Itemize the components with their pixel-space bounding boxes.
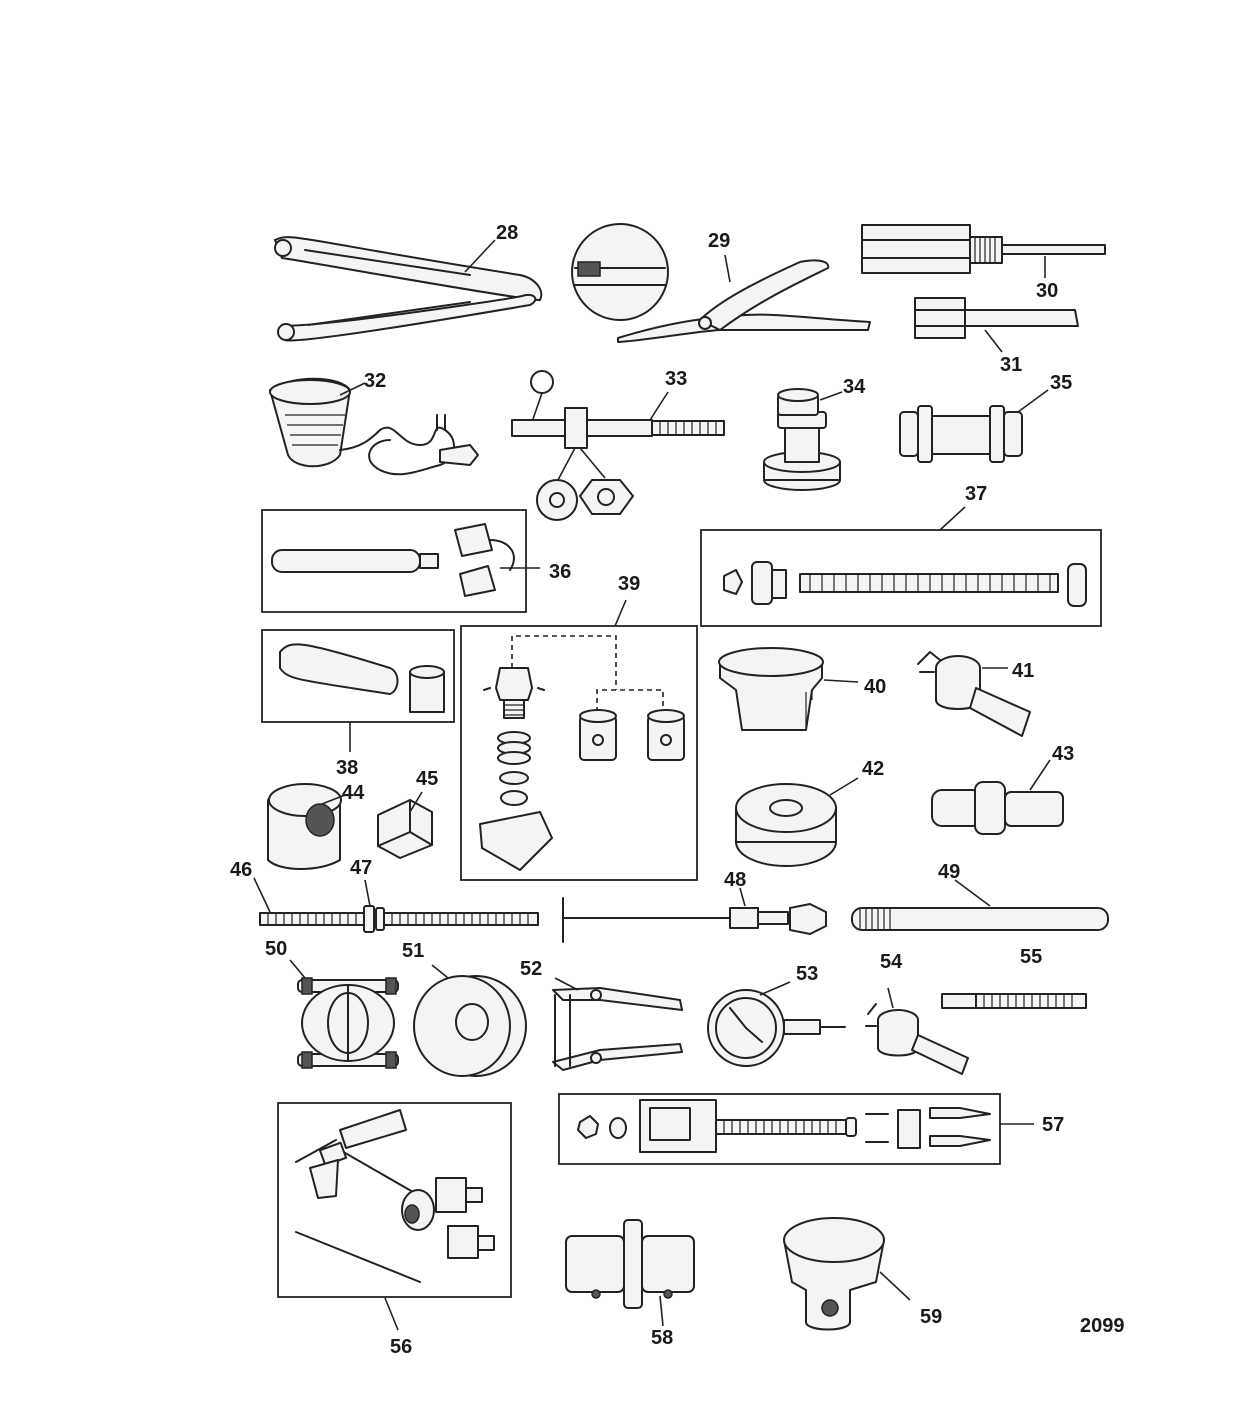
callout-55: 55: [1020, 946, 1042, 968]
tool-56-alignment-kit: [277, 1102, 512, 1331]
callout-54: 54: [880, 951, 903, 973]
callout-50: 50: [265, 938, 287, 960]
callout-31: 31: [1000, 354, 1022, 376]
callout-39: 39: [618, 573, 640, 595]
callout-58: 58: [651, 1327, 673, 1349]
callout-52: 52: [520, 958, 542, 980]
tool-34-installer: [763, 388, 843, 491]
tool-50-bearing-separator: [289, 959, 399, 1069]
tool-36-kit: [261, 509, 540, 613]
tool-28-spanner-wrench: [274, 236, 543, 342]
tool-31-adapter: [914, 297, 1079, 353]
tool-44-nut: [267, 783, 346, 870]
callout-57: 57: [1042, 1114, 1064, 1136]
tool-33-shaft-puller: [511, 370, 725, 521]
tool-39-valve-kit: [460, 599, 698, 881]
callout-32: 32: [364, 370, 386, 392]
callout-46: 46: [230, 859, 252, 881]
tool-57-puller-assembly: [558, 1093, 1034, 1165]
callout-43: 43: [1052, 743, 1074, 765]
callout-59: 59: [920, 1306, 942, 1328]
drawing-number: 2099: [1080, 1315, 1125, 1337]
tool-35-driver: [899, 389, 1049, 463]
tool-41-clamp: [917, 651, 1031, 737]
tool-37-puller-screw: [700, 506, 1102, 627]
callout-48: 48: [724, 869, 746, 891]
callout-56: 56: [390, 1336, 412, 1358]
tool-45-hex-coupler: [377, 791, 433, 859]
callout-40: 40: [864, 676, 886, 698]
callout-35: 35: [1050, 372, 1072, 394]
tool-46-threaded-rod: [253, 877, 539, 926]
callout-44: 44: [342, 782, 365, 804]
callout-45: 45: [416, 768, 438, 790]
callout-51: 51: [402, 940, 424, 962]
tool-29-pliers: [571, 223, 871, 343]
tool-40-cup: [718, 647, 859, 731]
callout-37: 37: [965, 483, 987, 505]
tool-51-plate: [413, 964, 527, 1077]
tool-32-heater-cup: [269, 377, 479, 476]
tool-55-stud: [941, 993, 1087, 1009]
tool-58-coupler: [565, 1219, 695, 1327]
tool-42-disc: [735, 777, 859, 867]
tool-53-dial-indicator: [707, 981, 846, 1067]
tool-54-clamp: [865, 987, 969, 1075]
tool-30-adapter: [861, 224, 1106, 278]
callout-30: 30: [1036, 280, 1058, 302]
tool-49-handle: [851, 879, 1109, 931]
callout-41: 41: [1012, 660, 1034, 682]
callout-49: 49: [938, 861, 960, 883]
callout-42: 42: [862, 758, 884, 780]
callout-33: 33: [665, 368, 687, 390]
tool-59-drive-adapter: [783, 1217, 911, 1331]
callout-29: 29: [708, 230, 730, 252]
callout-34: 34: [843, 376, 866, 398]
tool-38-sleeve-kit: [261, 629, 455, 752]
tool-52-spreader: [552, 977, 683, 1071]
callout-28: 28: [496, 222, 518, 244]
callout-38: 38: [336, 757, 358, 779]
callout-47: 47: [350, 857, 372, 879]
callout-36: 36: [549, 561, 571, 583]
tool-48-slide-hammer: [562, 887, 827, 943]
callout-53: 53: [796, 963, 818, 985]
tool-43-driver: [931, 759, 1064, 835]
tool-47-nut: [363, 879, 385, 933]
